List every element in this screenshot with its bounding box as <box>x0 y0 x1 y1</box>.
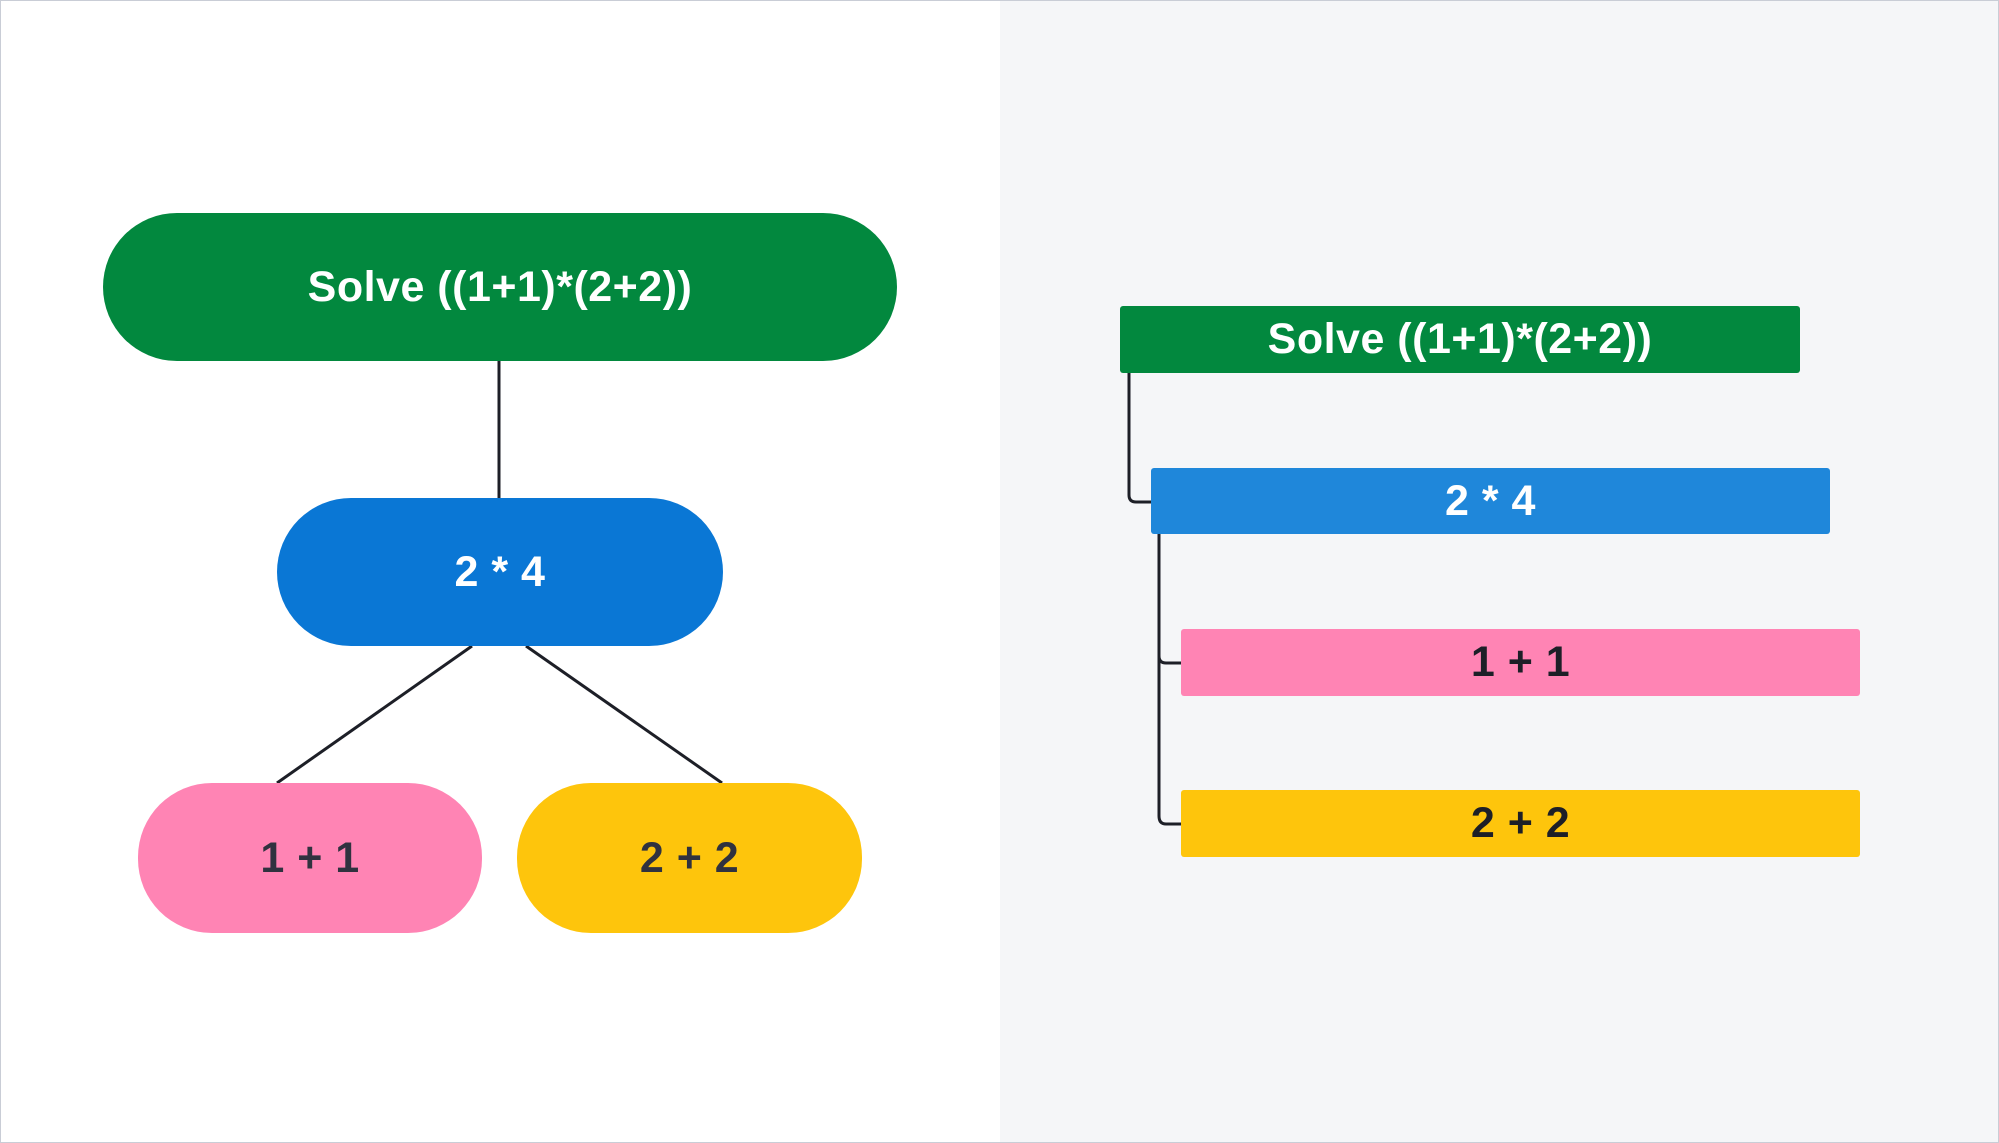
tree-node-root-label: Solve ((1+1)*(2+2)) <box>307 262 693 311</box>
tree-node-middle-label: 2 * 4 <box>454 547 546 596</box>
list-row-level2-second-label: 2 + 2 <box>1470 799 1571 847</box>
list-row-level2-second: 2 + 2 <box>1181 790 1860 857</box>
list-row-level1: 2 * 4 <box>1151 468 1830 534</box>
tree-node-root: Solve ((1+1)*(2+2)) <box>103 213 897 361</box>
tree-node-right-leaf: 2 + 2 <box>517 783 862 933</box>
tree-node-middle: 2 * 4 <box>277 498 723 646</box>
list-row-root-label: Solve ((1+1)*(2+2)) <box>1267 315 1653 363</box>
tree-node-left-leaf: 1 + 1 <box>138 783 482 933</box>
list-row-root: Solve ((1+1)*(2+2)) <box>1120 306 1800 373</box>
list-row-level2-first: 1 + 1 <box>1181 629 1860 696</box>
tree-node-right-leaf-label: 2 + 2 <box>639 833 740 882</box>
tree-edge-middle-to-left-leaf <box>276 644 473 785</box>
list-row-level1-label: 2 * 4 <box>1445 476 1536 525</box>
tree-edge-middle-to-right-leaf <box>525 644 723 785</box>
list-row-level2-first-label: 1 + 1 <box>1470 638 1571 686</box>
tree-node-left-leaf-label: 1 + 1 <box>260 833 360 882</box>
indented-list-panel <box>1000 1 1998 1142</box>
